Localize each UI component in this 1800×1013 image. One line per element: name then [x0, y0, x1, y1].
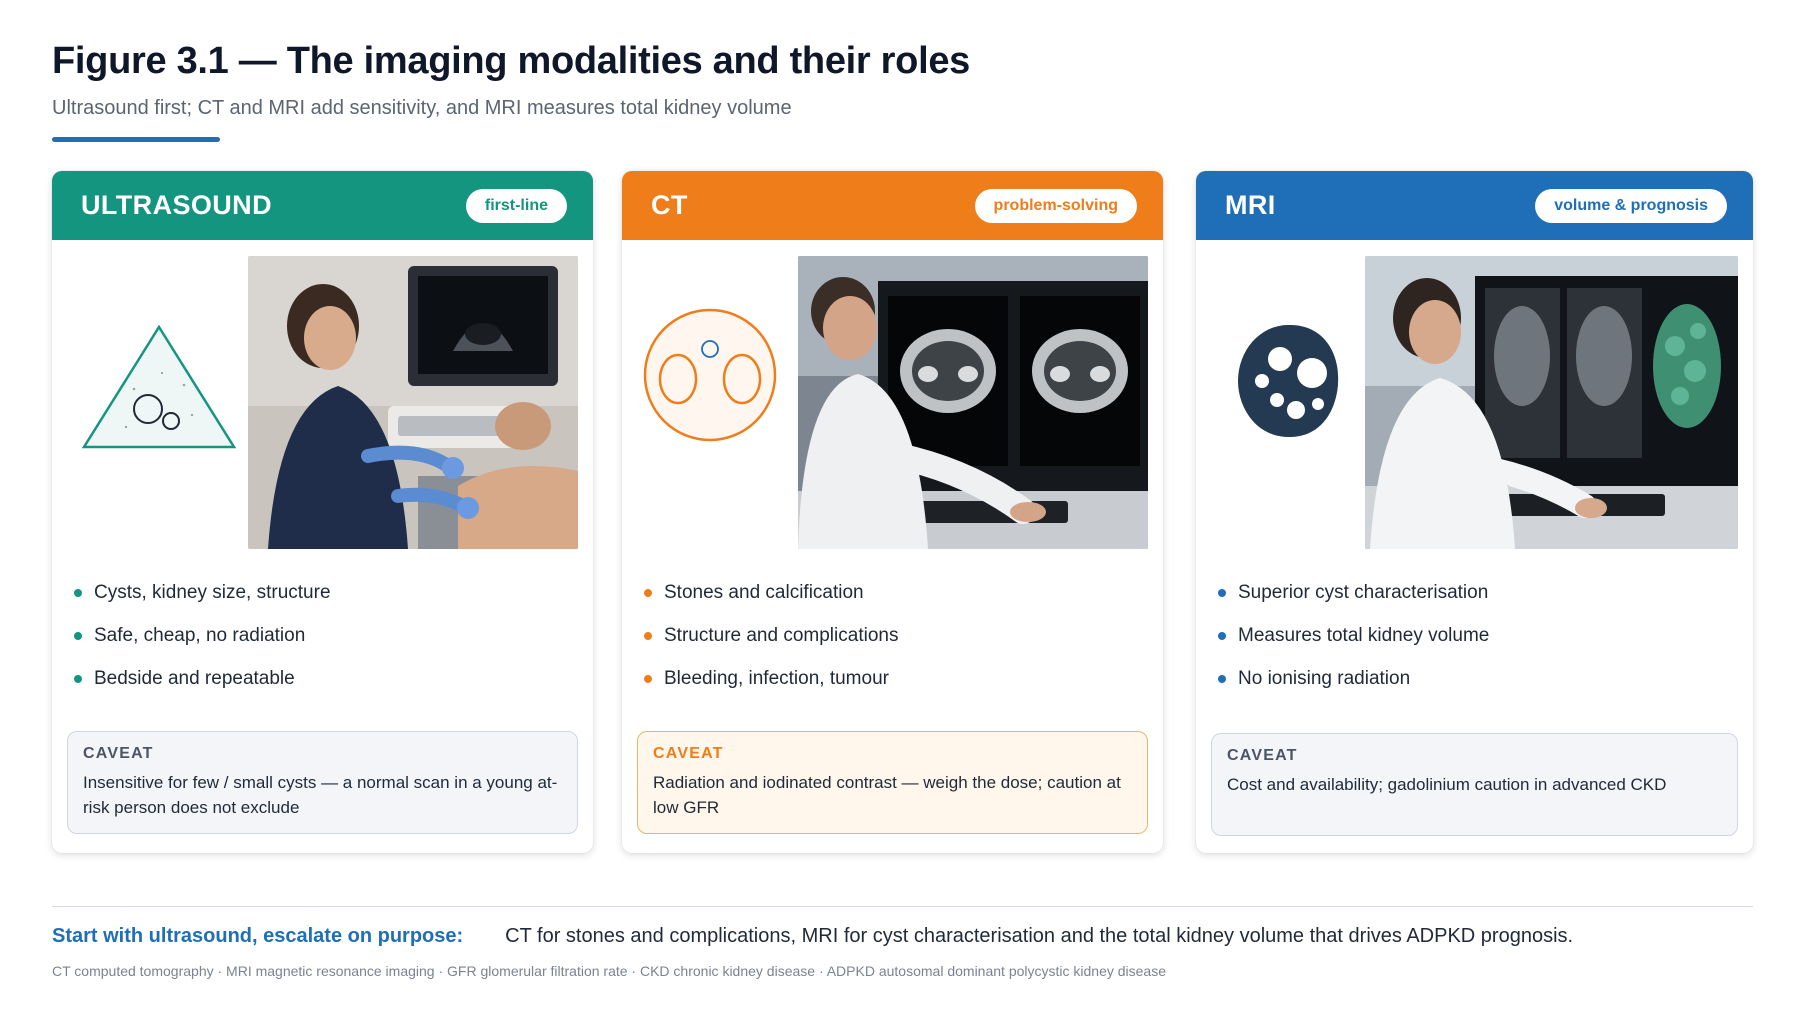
mri-photo: [1365, 256, 1738, 549]
caveat-box: CAVEAT Insensitive for few / small cysts…: [67, 731, 578, 834]
modality-cards: ULTRASOUND first-line: [52, 171, 1753, 853]
bullet-dot: [644, 674, 652, 683]
caveat-text: Insensitive for few / small cysts — a no…: [83, 773, 558, 817]
role-badge: volume & prognosis: [1535, 188, 1727, 223]
title-underline: [52, 137, 220, 142]
takeaway-text: CT for stones and complications, MRI for…: [505, 925, 1574, 947]
bullet-dot: [74, 588, 82, 597]
bullet-dot: [1218, 588, 1226, 597]
role-badge: first-line: [465, 188, 567, 223]
ultrasound-bullets: Cysts, kidney size, structure Safe, chea…: [74, 571, 331, 700]
card-mri: MRI volume & prognosis: [1196, 171, 1753, 853]
card-title: MRI: [1225, 190, 1276, 220]
bullet-dot: [1218, 631, 1226, 640]
list-item: Bedside and repeatable: [74, 657, 331, 700]
card-ct-header: CT problem-solving: [622, 171, 1163, 240]
triangle-cysts-icon: [81, 324, 237, 449]
list-item: No ionising radiation: [1218, 657, 1489, 700]
list-item: Cysts, kidney size, structure: [74, 571, 331, 614]
caveat-label: CAVEAT: [1227, 747, 1298, 764]
caveat-label: CAVEAT: [83, 745, 154, 762]
card-mri-header: MRI volume & prognosis: [1196, 171, 1753, 240]
abbreviations-note: CT computed tomography · MRI magnetic re…: [52, 963, 1166, 979]
list-item: Measures total kidney volume: [1218, 614, 1489, 657]
card-ultrasound-header: ULTRASOUND first-line: [52, 171, 593, 240]
caveat-text: Cost and availability; gadolinium cautio…: [1227, 775, 1667, 794]
bullet-dot: [644, 631, 652, 640]
caveat-box: CAVEAT Radiation and iodinated contrast …: [637, 731, 1148, 834]
bullet-dot: [74, 674, 82, 683]
caveat-label: CAVEAT: [653, 745, 724, 762]
cystic-kidney-icon: [1238, 325, 1339, 437]
bullet-dot: [1218, 674, 1226, 683]
page-title: Figure 3.1 — The imaging modalities and …: [52, 40, 971, 82]
mri-illustration: [1196, 240, 1394, 540]
card-ct: CT problem-solving: [622, 171, 1163, 853]
mri-bullets: Superior cyst characterisation Measures …: [1218, 571, 1489, 700]
list-item: Stones and calcification: [644, 571, 898, 614]
list-item: Structure and complications: [644, 614, 898, 657]
kidneys-cross-section-icon: [643, 308, 777, 442]
list-item: Safe, cheap, no radiation: [74, 614, 331, 657]
ct-illustration: [622, 240, 820, 540]
list-item: Bleeding, infection, tumour: [644, 657, 898, 700]
role-badge: problem-solving: [974, 188, 1137, 223]
ultrasound-photo: [248, 256, 578, 549]
footer-divider: [52, 906, 1753, 907]
figure-header: Figure 3.1 — The imaging modalities and …: [52, 40, 970, 120]
page-subtitle: Ultrasound first; CT and MRI add sensiti…: [52, 97, 792, 119]
list-item: Superior cyst characterisation: [1218, 571, 1489, 614]
ct-photo: [798, 256, 1148, 549]
takeaway-line: Start with ultrasound, escalate on purpo…: [52, 925, 1573, 948]
card-title: CT: [651, 190, 688, 220]
card-title: ULTRASOUND: [81, 190, 272, 220]
caveat-box: CAVEAT Cost and availability; gadolinium…: [1211, 733, 1738, 836]
bullet-dot: [74, 631, 82, 640]
takeaway-lead: Start with ultrasound, escalate on purpo…: [52, 925, 464, 947]
caveat-text: Radiation and iodinated contrast — weigh…: [653, 773, 1121, 817]
ct-bullets: Stones and calcification Structure and c…: [644, 571, 898, 700]
ultrasound-illustration: [52, 240, 250, 540]
card-ultrasound: ULTRASOUND first-line: [52, 171, 593, 853]
bullet-dot: [644, 588, 652, 597]
